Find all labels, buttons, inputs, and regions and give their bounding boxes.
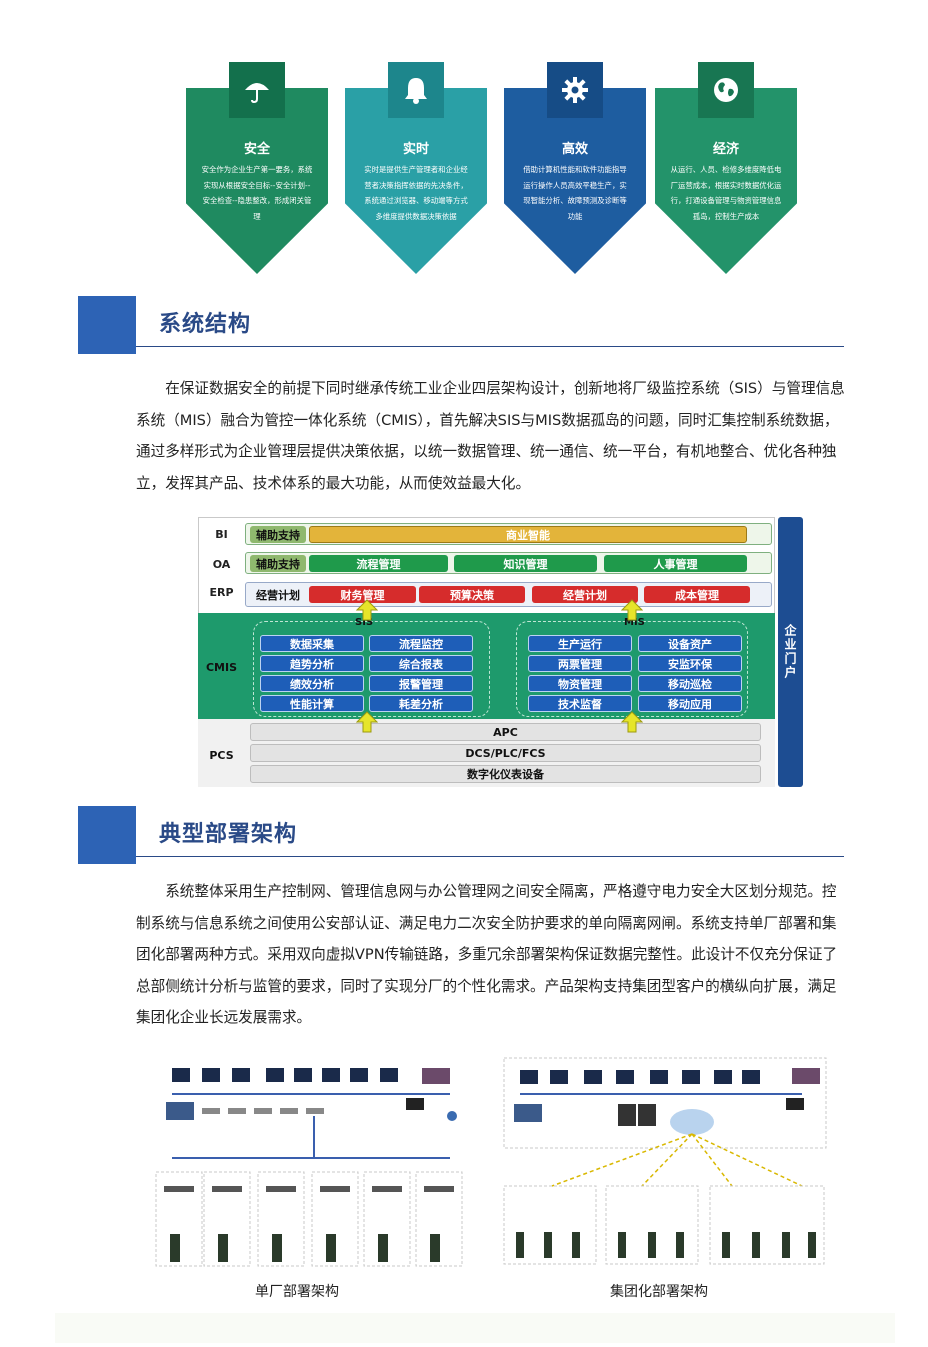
card-description: 借助计算机性能和软件功能指导运行操作人员高效平稳生产，实现智能分析、故障预测及诊… xyxy=(523,165,627,221)
mis-item: 移动应用 xyxy=(638,695,742,712)
pcs-bar-apc: APC xyxy=(250,723,761,741)
mis-item: 物资管理 xyxy=(528,675,632,692)
layer-cmis: CMIS SIS MIS 数据采集 流程监控 趋势分析 综合报表 绩效分析 报警… xyxy=(198,613,775,719)
card-title: 经济 xyxy=(712,142,739,157)
section-title: 典型部署架构 xyxy=(159,822,298,847)
erp-item: 经营计划 xyxy=(532,586,638,603)
layer-label: PCS xyxy=(209,749,234,762)
feature-card-realtime: 实时 实时是提供生产管理者和企业经营者决策指挥依据的先决条件，系统通过浏览器、移… xyxy=(345,62,487,274)
bi-bar: 商业智能 xyxy=(309,526,747,543)
card-title: 安全 xyxy=(243,142,270,157)
feature-cards: 安全 安全作为企业生产第一要务，系统实现从根据安全目标--安全计划--安全检查-… xyxy=(186,62,806,274)
card-title: 高效 xyxy=(561,142,588,157)
sis-item: 耗差分析 xyxy=(369,695,473,712)
group-network-diagram xyxy=(502,1056,828,1268)
section-title: 系统结构 xyxy=(159,312,252,337)
heading-divider xyxy=(136,856,844,857)
sis-item: 性能计算 xyxy=(260,695,364,712)
deployment-paragraph: 系统整体采用生产控制网、管理信息网与办公管理网之间安全隔离，严格遵守电力安全大区… xyxy=(136,883,838,1026)
layer-bi: BI 辅助支持 商业智能 xyxy=(198,517,775,549)
section-heading-structure: 系统结构 xyxy=(78,296,844,354)
mis-item: 两票管理 xyxy=(528,655,632,672)
pcs-bar-instruments: 数字化仪表设备 xyxy=(250,765,761,783)
globe-icon xyxy=(698,62,754,118)
mis-label: MIS xyxy=(624,617,645,628)
erp-item: 成本管理 xyxy=(644,586,750,603)
enterprise-portal-bar: 企业门户 xyxy=(778,517,803,787)
mis-item: 技术监督 xyxy=(528,695,632,712)
card-title: 实时 xyxy=(402,142,429,157)
sis-item: 绩效分析 xyxy=(260,675,364,692)
card-description: 安全作为企业生产第一要务，系统实现从根据安全目标--安全计划--安全检查--隐患… xyxy=(201,165,313,221)
group-caption: 集团化部署架构 xyxy=(610,1284,708,1300)
sis-item: 趋势分析 xyxy=(260,655,364,672)
mis-item: 设备资产 xyxy=(638,635,742,652)
oa-item: 知识管理 xyxy=(454,555,597,572)
feature-card-economy: 经济 从运行、人员、检修多维度降低电厂运营成本，根据实时数据优化运行，打通设备管… xyxy=(655,62,797,274)
pcs-bar-dcs: DCS/PLC/FCS xyxy=(250,744,761,762)
umbrella-icon xyxy=(229,62,285,118)
layer-label: CMIS xyxy=(205,661,238,674)
up-arrow-icon xyxy=(621,711,643,733)
sis-item: 报警管理 xyxy=(369,675,473,692)
layer-oa: OA 辅助支持 流程管理 知识管理 人事管理 xyxy=(198,549,775,579)
layer-label: OA xyxy=(212,558,231,571)
section-heading-deployment: 典型部署架构 xyxy=(78,806,844,864)
sis-item: 数据采集 xyxy=(260,635,364,652)
card-description: 从运行、人员、检修多维度降低电厂运营成本，根据实时数据优化运行，打通设备管理与物… xyxy=(670,165,782,221)
card-description: 实时是提供生产管理者和企业经营者决策指挥依据的先决条件，系统通过浏览器、移动端等… xyxy=(364,165,468,221)
layer-label: ERP xyxy=(209,586,234,599)
oa-item: 流程管理 xyxy=(309,555,448,572)
mis-item: 安监环保 xyxy=(638,655,742,672)
gear-icon xyxy=(547,62,603,118)
sis-item: 综合报表 xyxy=(369,655,473,672)
oa-item: 人事管理 xyxy=(604,555,747,572)
bell-icon xyxy=(388,62,444,118)
sis-item: 流程监控 xyxy=(369,635,473,652)
heading-accent-block xyxy=(78,806,136,864)
erp-item: 财务管理 xyxy=(309,586,416,603)
mis-item: 生产运行 xyxy=(528,635,632,652)
heading-accent-block xyxy=(78,296,136,354)
up-arrow-icon xyxy=(356,599,378,621)
layer-tag: 辅助支持 xyxy=(250,555,306,572)
architecture-diagram: BI 辅助支持 商业智能 OA 辅助支持 流程管理 知识管理 人事管理 ERP … xyxy=(198,517,803,787)
layer-tag: 辅助支持 xyxy=(250,526,306,543)
single-plant-network-diagram xyxy=(154,1056,470,1268)
layer-pcs: PCS APC DCS/PLC/FCS 数字化仪表设备 xyxy=(198,719,775,787)
feature-card-efficient: 高效 借助计算机性能和软件功能指导运行操作人员高效平稳生产，实现智能分析、故障预… xyxy=(504,62,646,274)
heading-divider xyxy=(136,346,844,347)
erp-item: 预算决策 xyxy=(419,586,525,603)
structure-paragraph: 在保证数据安全的前提下同时继承传统工业企业四层架构设计，创新地将厂级监控系统（S… xyxy=(136,380,845,492)
layer-erp: ERP 经营计划 财务管理 预算决策 经营计划 成本管理 xyxy=(198,579,775,613)
layer-tag: 经营计划 xyxy=(256,589,300,602)
single-plant-caption: 单厂部署架构 xyxy=(255,1284,339,1300)
footer-band xyxy=(55,1313,895,1343)
sis-label: SIS xyxy=(355,617,374,628)
feature-card-safety: 安全 安全作为企业生产第一要务，系统实现从根据安全目标--安全计划--安全检查-… xyxy=(186,62,328,274)
layer-label: BI xyxy=(215,528,228,541)
up-arrow-icon xyxy=(621,599,643,621)
up-arrow-icon xyxy=(356,711,378,733)
mis-item: 移动巡检 xyxy=(638,675,742,692)
